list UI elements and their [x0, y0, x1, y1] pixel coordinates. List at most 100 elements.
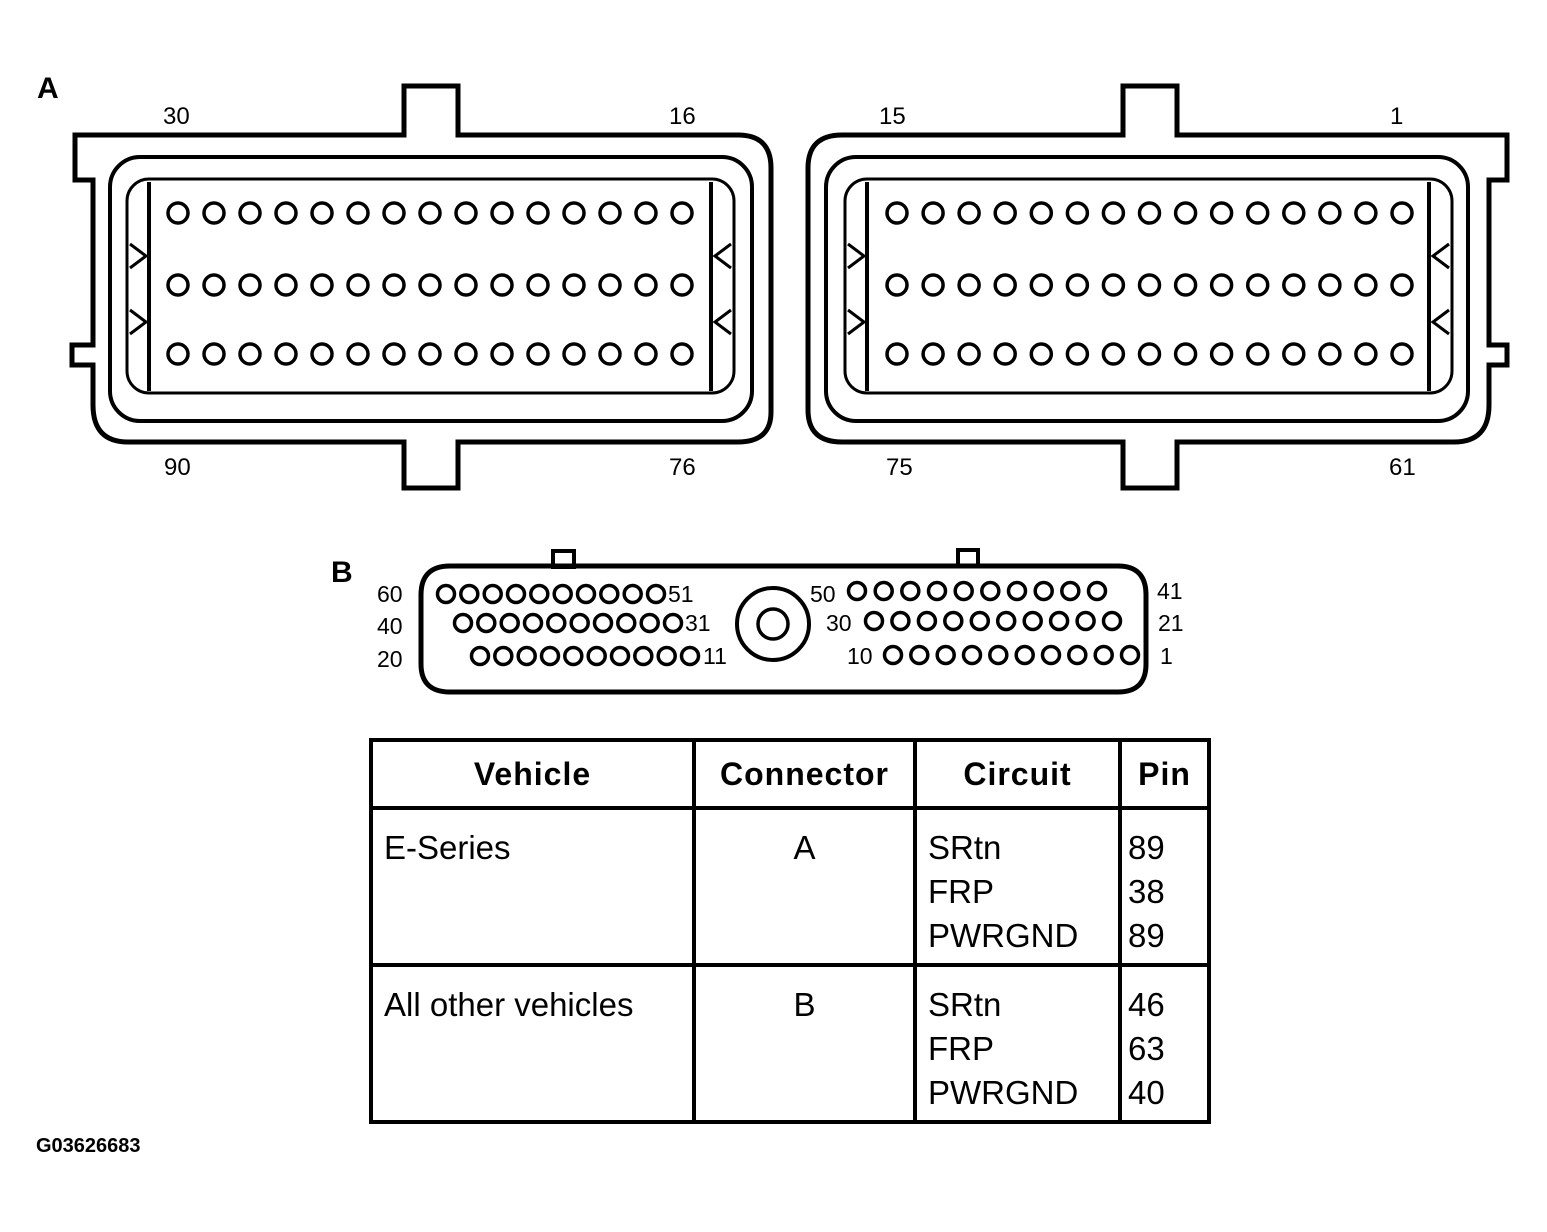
- pin-number: 46: [1128, 986, 1165, 1023]
- pin-hole: [1093, 644, 1114, 666]
- pin-hole: [645, 583, 667, 605]
- connector-a-right-pins: [885, 201, 1414, 366]
- pin-hole: [522, 612, 544, 634]
- circuit-name: PWRGND: [928, 917, 1079, 954]
- pin-hole: [1318, 273, 1342, 297]
- pin-hole: [662, 612, 684, 634]
- pin-hole: [634, 342, 658, 366]
- pin-hole: [995, 610, 1017, 632]
- connector-a-pin-label-61: 61: [1389, 454, 1416, 481]
- pin-hole: [909, 644, 930, 666]
- circuit-name: SRtn: [928, 829, 1002, 866]
- connector-b-pin-label-21: 21: [1158, 610, 1184, 636]
- connector-b-pins: [435, 580, 1141, 667]
- pin-hole: [382, 342, 406, 366]
- pin-hole: [1282, 201, 1306, 225]
- pin-hole: [609, 645, 631, 667]
- pin-hole: [452, 612, 474, 634]
- pin-number: 40: [1128, 1074, 1165, 1111]
- connector-a-pin-label-30: 30: [163, 103, 190, 130]
- pin-hole: [1065, 273, 1090, 297]
- pin-hole: [310, 342, 334, 366]
- pin-hole: [1245, 342, 1270, 366]
- pin-hole: [656, 645, 677, 667]
- pin-number: 38: [1128, 873, 1165, 910]
- pin-hole: [1006, 580, 1028, 602]
- pin-hole: [562, 273, 586, 297]
- pin-hole: [454, 201, 478, 225]
- pin-hole: [1075, 610, 1096, 632]
- pin-hole: [539, 645, 561, 667]
- pin-hole: [993, 342, 1017, 366]
- connector-a-pin-label-15: 15: [879, 103, 906, 130]
- pin-hole: [679, 645, 701, 667]
- pin-assignment-table: Vehicle Connector Circuit Pin E-Series A…: [369, 738, 1211, 1124]
- pin-hole: [418, 273, 442, 297]
- connector-b-pin-label-30: 30: [826, 610, 852, 636]
- pin-hole: [526, 342, 550, 366]
- cell-pins: 89 38 89: [1118, 806, 1211, 967]
- pin-hole: [598, 201, 622, 225]
- pin-hole: [1065, 201, 1090, 225]
- pin-hole: [1390, 342, 1414, 366]
- circuit-name: FRP: [928, 873, 994, 910]
- pin-hole: [166, 342, 190, 366]
- pin-hole: [921, 201, 945, 225]
- pin-hole: [622, 583, 643, 605]
- pin-hole: [993, 201, 1017, 225]
- header-vehicle: Vehicle: [369, 738, 696, 810]
- table-row: All other vehicles B SRtn FRP PWRGND 46 …: [369, 963, 1211, 1124]
- pin-hole: [382, 273, 406, 297]
- connector-b-pin-label-40: 40: [377, 613, 403, 639]
- pin-hole: [1137, 273, 1162, 297]
- pin-hole: [670, 201, 694, 225]
- pin-number: 89: [1128, 917, 1165, 954]
- pin-hole: [1282, 273, 1306, 297]
- pin-hole: [670, 342, 694, 366]
- pin-hole: [846, 580, 868, 602]
- pin-hole: [921, 273, 945, 297]
- pin-hole: [418, 201, 442, 225]
- pin-hole: [885, 201, 909, 225]
- pin-hole: [1137, 342, 1162, 366]
- circuit-name: SRtn: [928, 986, 1002, 1023]
- connector-b-pin-label-11: 11: [703, 643, 727, 669]
- pin-hole: [882, 644, 904, 666]
- connector-a-pin-label-76: 76: [669, 454, 696, 481]
- pin-hole: [598, 342, 622, 366]
- pin-hole: [1354, 342, 1378, 366]
- pin-hole: [639, 612, 660, 634]
- pin-hole: [310, 273, 334, 297]
- cell-vehicle: All other vehicles: [369, 963, 696, 1124]
- pin-hole: [988, 644, 1009, 666]
- pin-hole: [202, 273, 226, 297]
- table-header-row: Vehicle Connector Circuit Pin: [369, 738, 1211, 810]
- pin-hole: [957, 273, 981, 297]
- pin-hole: [1101, 610, 1123, 632]
- pin-hole: [493, 645, 514, 667]
- pin-hole: [418, 342, 442, 366]
- cell-circuits: SRtn FRP PWRGND: [913, 806, 1122, 967]
- cell-vehicle: E-Series: [369, 806, 696, 967]
- header-connector: Connector: [692, 738, 917, 810]
- connector-b-pin-label-1: 1: [1160, 643, 1173, 669]
- pin-hole: [634, 273, 658, 297]
- pin-hole: [1390, 273, 1414, 297]
- pin-hole: [490, 201, 514, 225]
- pin-hole: [490, 342, 514, 366]
- cell-pins: 46 63 40: [1118, 963, 1211, 1124]
- pin-hole: [957, 342, 981, 366]
- pin-hole: [1318, 342, 1342, 366]
- pin-hole: [505, 583, 527, 605]
- pin-hole: [526, 201, 550, 225]
- pin-hole: [1060, 580, 1081, 602]
- pin-hole: [563, 645, 584, 667]
- pin-hole: [238, 201, 262, 225]
- connector-a-pin-label-16: 16: [669, 103, 696, 130]
- pin-hole: [490, 273, 514, 297]
- pin-hole: [516, 645, 537, 667]
- connector-b-pin-label-31: 31: [685, 610, 711, 636]
- pin-hole: [202, 342, 226, 366]
- pin-hole: [166, 273, 190, 297]
- pin-hole: [921, 342, 945, 366]
